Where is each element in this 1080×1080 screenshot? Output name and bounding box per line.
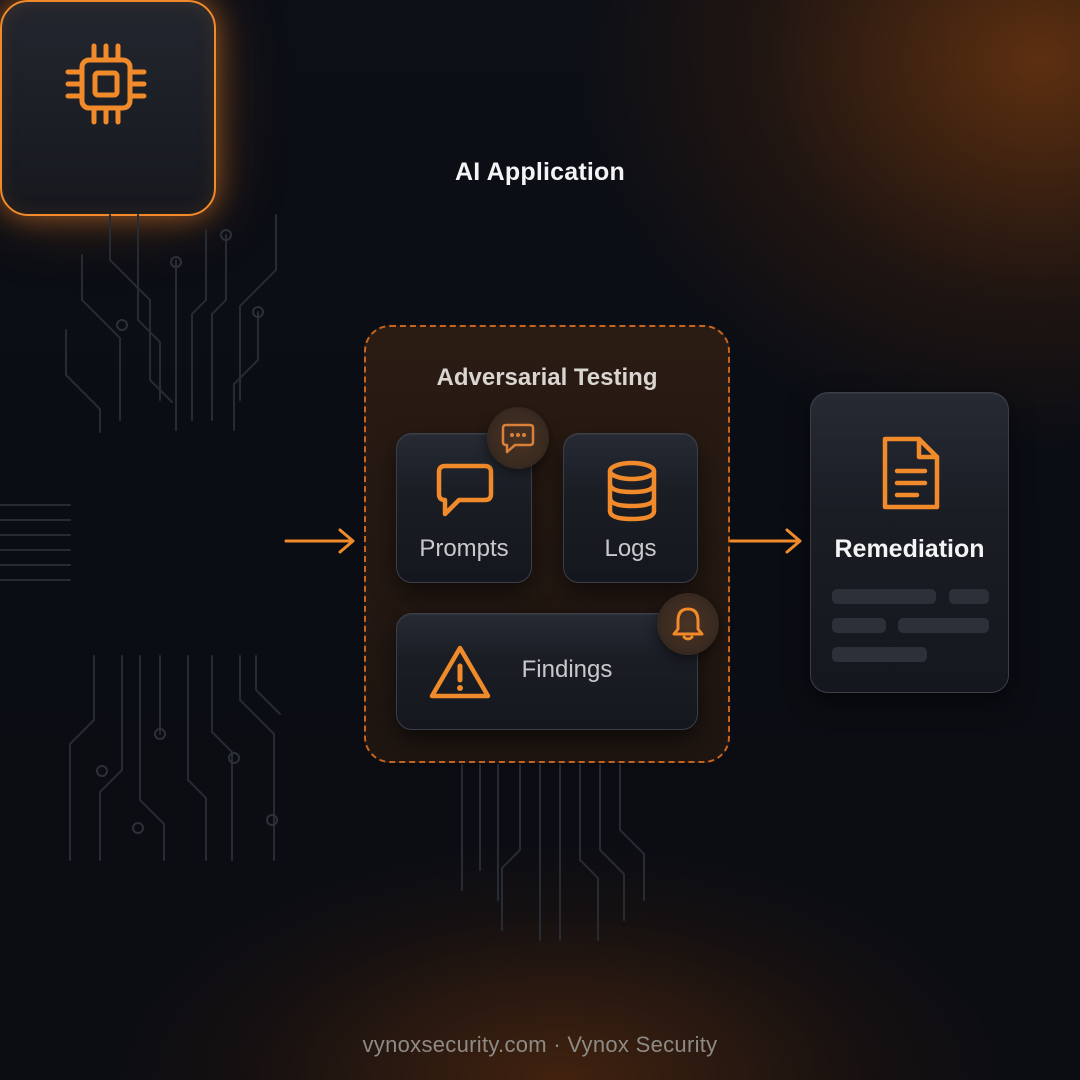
bell-badge	[657, 593, 719, 655]
prompts-label: Prompts	[419, 535, 509, 562]
logs-label: Logs	[604, 535, 657, 562]
database-icon	[607, 460, 657, 522]
placeholder-text-line	[898, 618, 989, 633]
document-icon	[882, 436, 940, 510]
logs-card[interactable]: Logs	[563, 433, 698, 583]
placeholder-text-line	[832, 647, 927, 662]
placeholder-text-line	[949, 589, 989, 604]
findings-label: Findings	[521, 656, 613, 683]
findings-card[interactable]: Findings	[396, 613, 698, 730]
cpu-chip-icon	[65, 43, 147, 125]
speech-bubble-icon	[436, 463, 494, 517]
placeholder-text-line	[832, 618, 886, 633]
remediation-label: Remediation	[834, 535, 985, 563]
warning-triangle-icon	[429, 645, 491, 699]
placeholder-text-line	[832, 589, 936, 604]
chat-badge	[487, 407, 549, 469]
footer-credit: vynoxsecurity.com · Vynox Security	[362, 1032, 718, 1057]
remediation-node[interactable]: Remediation	[810, 392, 1009, 693]
chat-ellipsis-icon	[501, 423, 535, 454]
adversarial-testing-title: Adversarial Testing	[436, 364, 658, 391]
ai-application-label: AI Application	[455, 158, 625, 186]
bell-icon	[672, 607, 704, 641]
ai-application-node[interactable]: AI Application	[0, 0, 625, 216]
